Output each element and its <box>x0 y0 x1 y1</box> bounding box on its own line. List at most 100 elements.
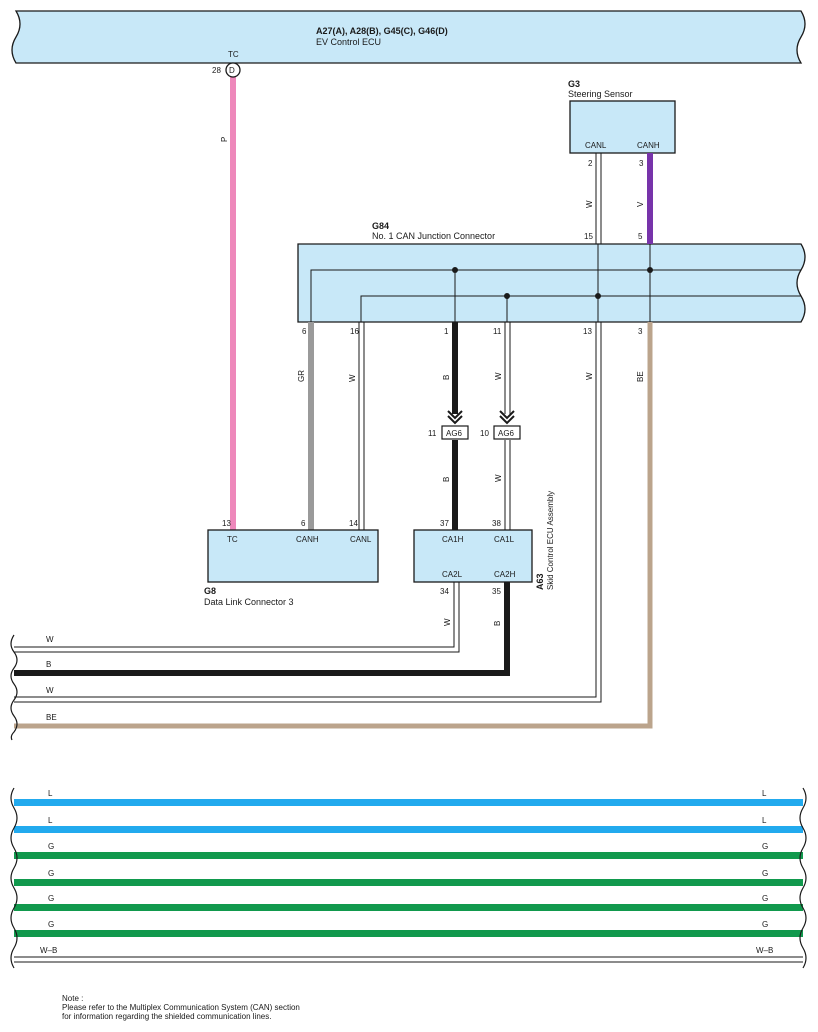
note-title: Note : <box>62 994 84 1003</box>
junction-pin-11: 11 <box>493 327 502 336</box>
shield-label-left-2: G <box>48 842 54 851</box>
ev-ecu-pin-num: 28 <box>212 66 221 75</box>
junction-pin-16: 16 <box>350 327 359 336</box>
ag6-label-right: AG6 <box>498 429 515 438</box>
wire-w-ca1l <box>504 322 511 530</box>
wire-label-p: P <box>220 137 229 142</box>
note-line-2: for information regarding the shielded c… <box>62 1012 272 1021</box>
steering-name: Steering Sensor <box>568 89 633 99</box>
lower-wire-label-0: W <box>46 635 54 644</box>
junction-pin-6: 6 <box>302 327 307 336</box>
junction-code: G84 <box>372 221 389 231</box>
wire-w-junction-13 <box>14 322 602 703</box>
skid-pin-label-ca1h: CA1H <box>442 535 464 544</box>
shield-label-right-6: W–B <box>756 946 773 955</box>
ag6-box-right <box>493 425 521 440</box>
wire-label-w-ca1l-upper: W <box>494 372 503 380</box>
ev-ecu-conn-letter: D <box>229 66 235 75</box>
skid-pin-num-ca1l: 38 <box>492 519 501 528</box>
dlc-name: Data Link Connector 3 <box>204 597 294 607</box>
wire-label-b-upper: B <box>442 375 451 380</box>
shield-label-right-1: L <box>762 816 767 825</box>
skid-pin-label-ca1l: CA1L <box>494 535 515 544</box>
shield-label-right-3: G <box>762 869 768 878</box>
wire-be <box>14 322 653 729</box>
wire-label-w-ca1l-lower: W <box>494 474 503 482</box>
dlc-pin-num-tc: 13 <box>222 519 231 528</box>
dlc-pin-label-tc: TC <box>227 535 238 544</box>
skid-pin-num-ca2l: 34 <box>440 587 449 596</box>
wire-w-dlc-canl <box>358 322 365 530</box>
shield-label-left-1: L <box>48 816 53 825</box>
steering-sensor-box <box>569 100 676 154</box>
junction-splice-dots <box>452 267 653 299</box>
shield-label-left-6: W–B <box>40 946 57 955</box>
junction-name: No. 1 CAN Junction Connector <box>372 231 495 241</box>
wire-label-w-ca2l: W <box>443 618 452 626</box>
shield-label-left-5: G <box>48 920 54 929</box>
ag6-pin-right: 10 <box>480 429 489 438</box>
lower-wire-label-3: BE <box>46 713 57 722</box>
dlc-code: G8 <box>204 586 216 596</box>
skid-ecu-box <box>413 529 533 583</box>
junction-internal-bus <box>310 244 801 322</box>
wire-label-gr: GR <box>297 370 306 382</box>
wire-label-w-dlc: W <box>348 374 357 382</box>
junction-top-pin-15: 15 <box>584 232 593 241</box>
ev-ecu-bar <box>11 10 806 64</box>
ag6-pin-left: 11 <box>428 429 437 438</box>
junction-pin-13: 13 <box>583 327 592 336</box>
ag6-chevrons <box>447 410 515 425</box>
shield-label-right-0: L <box>762 789 767 798</box>
skid-pin-num-ca2h: 35 <box>492 587 501 596</box>
ag6-label-left: AG6 <box>446 429 463 438</box>
ev-ecu-connector-circle <box>225 62 241 78</box>
note-block: Note : Please refer to the Multiplex Com… <box>62 994 300 1021</box>
shield-label-right-4: G <box>762 894 768 903</box>
shield-label-right-2: G <box>762 842 768 851</box>
skid-name: Skid Control ECU Assembly <box>546 491 555 590</box>
wire-label-be: BE <box>636 371 645 382</box>
junction-pin-3: 3 <box>638 327 643 336</box>
shielded-break-right <box>799 787 807 969</box>
dlc-pin-label-canl: CANL <box>350 535 372 544</box>
wire-w-steering-canl <box>595 153 602 244</box>
dlc-pin-num-canl: 14 <box>349 519 358 528</box>
skid-pin-num-ca1h: 37 <box>440 519 449 528</box>
steering-pin-num-canh: 3 <box>639 159 644 168</box>
ev-ecu-name: EV Control ECU <box>316 37 381 47</box>
junction-connector-bar <box>297 243 806 323</box>
wire-label-v: V <box>636 201 645 207</box>
junction-top-pin-5: 5 <box>638 232 643 241</box>
shielded-break-left <box>10 787 18 969</box>
steering-pin-label-canh: CANH <box>637 141 660 150</box>
junction-pin-1: 1 <box>444 327 449 336</box>
skid-pin-label-ca2h: CA2H <box>494 570 516 579</box>
steering-pin-label-canl: CANL <box>585 141 607 150</box>
shield-label-left-4: G <box>48 894 54 903</box>
dlc-pin-label-canh: CANH <box>296 535 319 544</box>
skid-code: A63 <box>535 573 545 590</box>
ev-ecu-code: A27(A), A28(B), G45(C), G46(D) <box>316 26 448 36</box>
wire-w-ca2l <box>14 582 460 653</box>
lower-wire-label-1: B <box>46 660 51 669</box>
lower-wire-label-2: W <box>46 686 54 695</box>
note-line-1: Please refer to the Multiplex Communicat… <box>62 1003 300 1012</box>
wire-b-ca2h <box>14 582 510 676</box>
wire-label-b-lower: B <box>442 477 451 482</box>
skid-pin-label-ca2l: CA2L <box>442 570 463 579</box>
shield-label-left-3: G <box>48 869 54 878</box>
lower-bus-break <box>10 634 18 741</box>
steering-code: G3 <box>568 79 580 89</box>
wire-label-w-13: W <box>585 372 594 380</box>
shield-label-right-5: G <box>762 920 768 929</box>
ag6-box-left <box>441 425 469 440</box>
shielded-lines <box>14 799 803 963</box>
steering-pin-num-canl: 2 <box>588 159 593 168</box>
ev-ecu-pin-label: TC <box>228 50 239 59</box>
dlc-box <box>207 529 379 583</box>
shield-label-left-0: L <box>48 789 53 798</box>
wire-label-w-steering: W <box>585 200 594 208</box>
dlc-pin-num-canh: 6 <box>301 519 306 528</box>
